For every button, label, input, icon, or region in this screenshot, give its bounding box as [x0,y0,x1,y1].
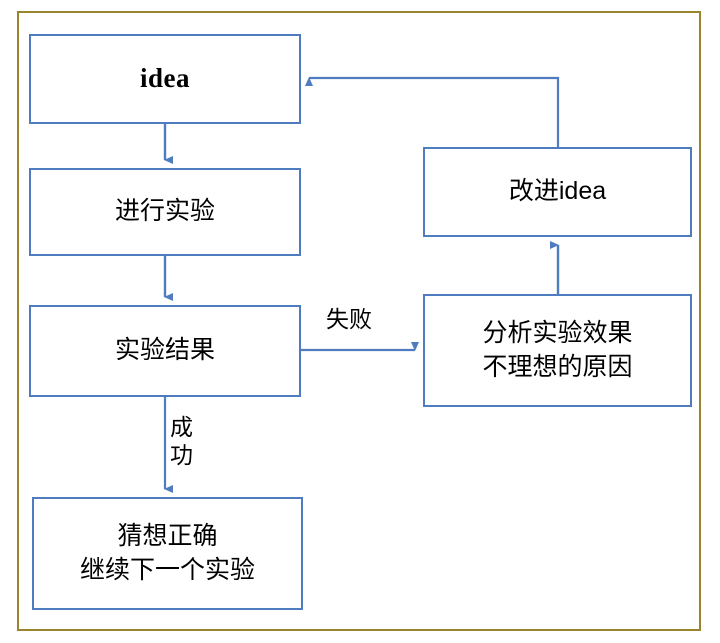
node-conduct-experiment[interactable]: 进行实验 [29,168,301,256]
node-idea[interactable]: idea [29,34,301,124]
node-hypothesis-correct-label: 猜想正确 继续下一个实验 [79,521,255,584]
node-analyze-cause-label: 分析实验效果 不理想的原因 [482,318,633,381]
node-idea-label: idea [139,63,190,94]
node-improve-idea[interactable]: 改进idea [423,147,692,237]
edge-label-success: 成 功 [170,414,193,468]
edge-label-fail: 失败 [326,306,372,332]
node-analyze-cause[interactable]: 分析实验效果 不理想的原因 [423,294,692,407]
node-experiment-result-label: 实验结果 [114,336,215,365]
node-conduct-experiment-label: 进行实验 [114,197,215,226]
node-experiment-result[interactable]: 实验结果 [29,305,301,397]
node-hypothesis-correct[interactable]: 猜想正确 继续下一个实验 [32,497,303,610]
node-improve-idea-label: 改进idea [508,177,607,206]
